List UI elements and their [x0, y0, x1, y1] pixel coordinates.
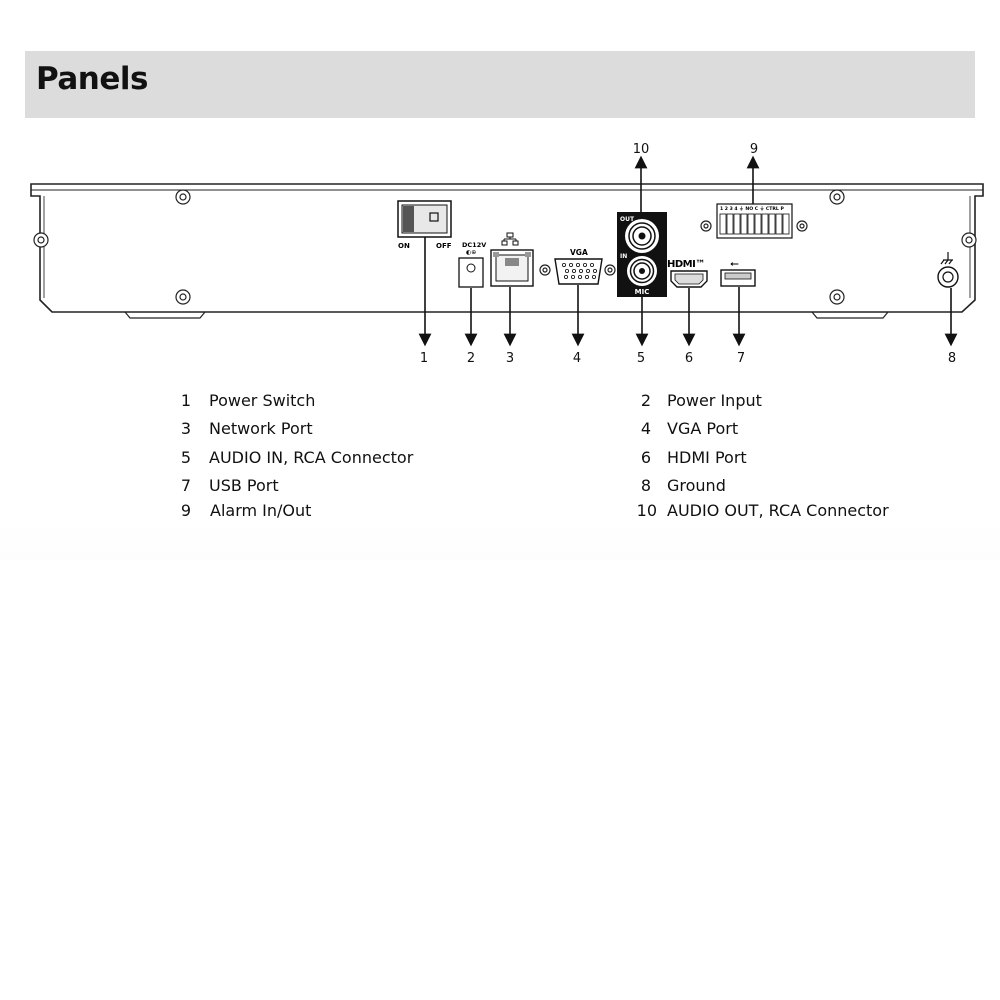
legend-label: VGA Port — [667, 419, 739, 438]
vga-port: VGA — [554, 248, 603, 285]
network-icon — [501, 232, 519, 246]
callout-arrows — [418, 155, 958, 347]
usb-icon: ⭠ — [730, 257, 739, 270]
callout-number-9: 9 — [750, 142, 758, 157]
switch-on-label: ON — [398, 242, 410, 250]
section-title: Panels — [36, 61, 148, 97]
screw-icon — [700, 220, 712, 232]
legend-label: HDMI Port — [667, 448, 747, 467]
legend-number: 1 — [180, 391, 191, 410]
callout-number-2: 2 — [467, 351, 475, 366]
mic-label: MIC — [635, 288, 650, 296]
legend-number: 9 — [180, 501, 191, 520]
callout-number-3: 3 — [506, 351, 514, 366]
dc-label: DC12V — [462, 241, 486, 249]
hdmi-port: HDMI™ — [667, 259, 708, 288]
audio-in-connector — [627, 256, 657, 286]
vga-label: VGA — [570, 248, 588, 257]
switch-off-label: OFF — [436, 242, 452, 250]
legend-label: Power Input — [667, 391, 762, 410]
alarm-terminal: 1 2 3 4 ⏚ NO C ⏚ CTRL P — [716, 203, 793, 239]
legend-number: 6 — [640, 448, 651, 467]
screws — [33, 189, 977, 305]
legend-label: AUDIO IN, RCA Connector — [209, 448, 414, 467]
screw-icon — [175, 189, 191, 205]
legend-label: AUDIO OUT, RCA Connector — [667, 501, 889, 520]
network-port — [490, 232, 534, 287]
screw-icon — [175, 289, 191, 305]
legend-label: Ground — [667, 476, 726, 495]
screw-icon — [829, 189, 845, 205]
screw-icon — [961, 232, 977, 248]
audio-out-label: OUT — [620, 216, 635, 223]
legend-number: 4 — [640, 419, 651, 438]
ground-terminal — [937, 252, 959, 288]
rear-panel-diagram: ON OFF DC12V ◐⊕ VGA — [30, 142, 984, 366]
screw-icon — [796, 220, 808, 232]
polarity-icon: ◐⊕ — [466, 249, 476, 256]
callout-number-6: 6 — [685, 351, 693, 366]
screw-icon — [829, 289, 845, 305]
legend-number: 3 — [180, 419, 191, 438]
alarm-terminal-label: 1 2 3 4 ⏚ NO C ⏚ CTRL P — [720, 205, 784, 212]
screw-icon — [604, 264, 616, 276]
page-background — [0, 520, 1000, 560]
screw-icon — [33, 232, 49, 248]
callout-number-5: 5 — [637, 351, 645, 366]
legend-label: Alarm In/Out — [210, 501, 312, 520]
callout-number-4: 4 — [573, 351, 581, 366]
legend-label: Network Port — [209, 419, 313, 438]
audio-in-label: IN — [620, 253, 627, 260]
power-input: DC12V ◐⊕ — [458, 241, 486, 288]
callout-number-10: 10 — [633, 142, 650, 157]
legend-number: 2 — [640, 391, 651, 410]
section-header: Panels — [25, 51, 975, 118]
ground-icon — [940, 252, 953, 265]
legend-label: Power Switch — [209, 391, 316, 410]
legend-number: 5 — [180, 448, 191, 467]
callout-number-1: 1 — [420, 351, 428, 366]
audio-out-connector — [625, 219, 659, 253]
audio-block: OUT IN MIC — [617, 212, 667, 297]
legend-number: 10 — [636, 501, 657, 520]
usb-port: ⭠ — [720, 257, 756, 287]
screw-icon — [539, 264, 551, 276]
legend-number: 8 — [640, 476, 651, 495]
power-switch: ON OFF — [397, 200, 452, 250]
callout-number-7: 7 — [737, 351, 745, 366]
callout-number-8: 8 — [948, 351, 956, 366]
legend-label: USB Port — [209, 476, 279, 495]
hdmi-label: HDMI™ — [667, 259, 705, 270]
legend-number: 7 — [180, 476, 191, 495]
terminal-pins — [719, 213, 790, 235]
